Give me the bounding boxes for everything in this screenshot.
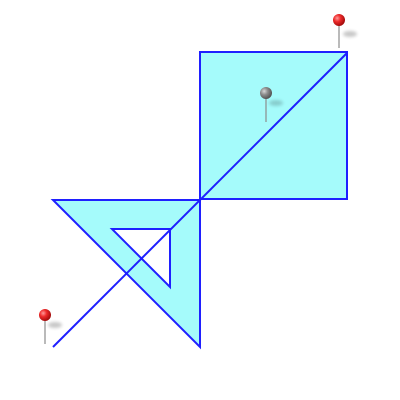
pin-head-icon xyxy=(39,309,51,321)
pin-shadow xyxy=(343,31,357,37)
pin-bottom-left[interactable] xyxy=(39,309,62,344)
pin-shadow xyxy=(48,322,62,328)
pin-head-icon xyxy=(333,14,345,26)
pin-head-icon xyxy=(260,87,272,99)
pin-shadow xyxy=(269,100,283,106)
pin-square-center[interactable] xyxy=(260,87,283,122)
diagonal-line[interactable] xyxy=(52,52,348,348)
pin-top-right[interactable] xyxy=(333,14,357,48)
